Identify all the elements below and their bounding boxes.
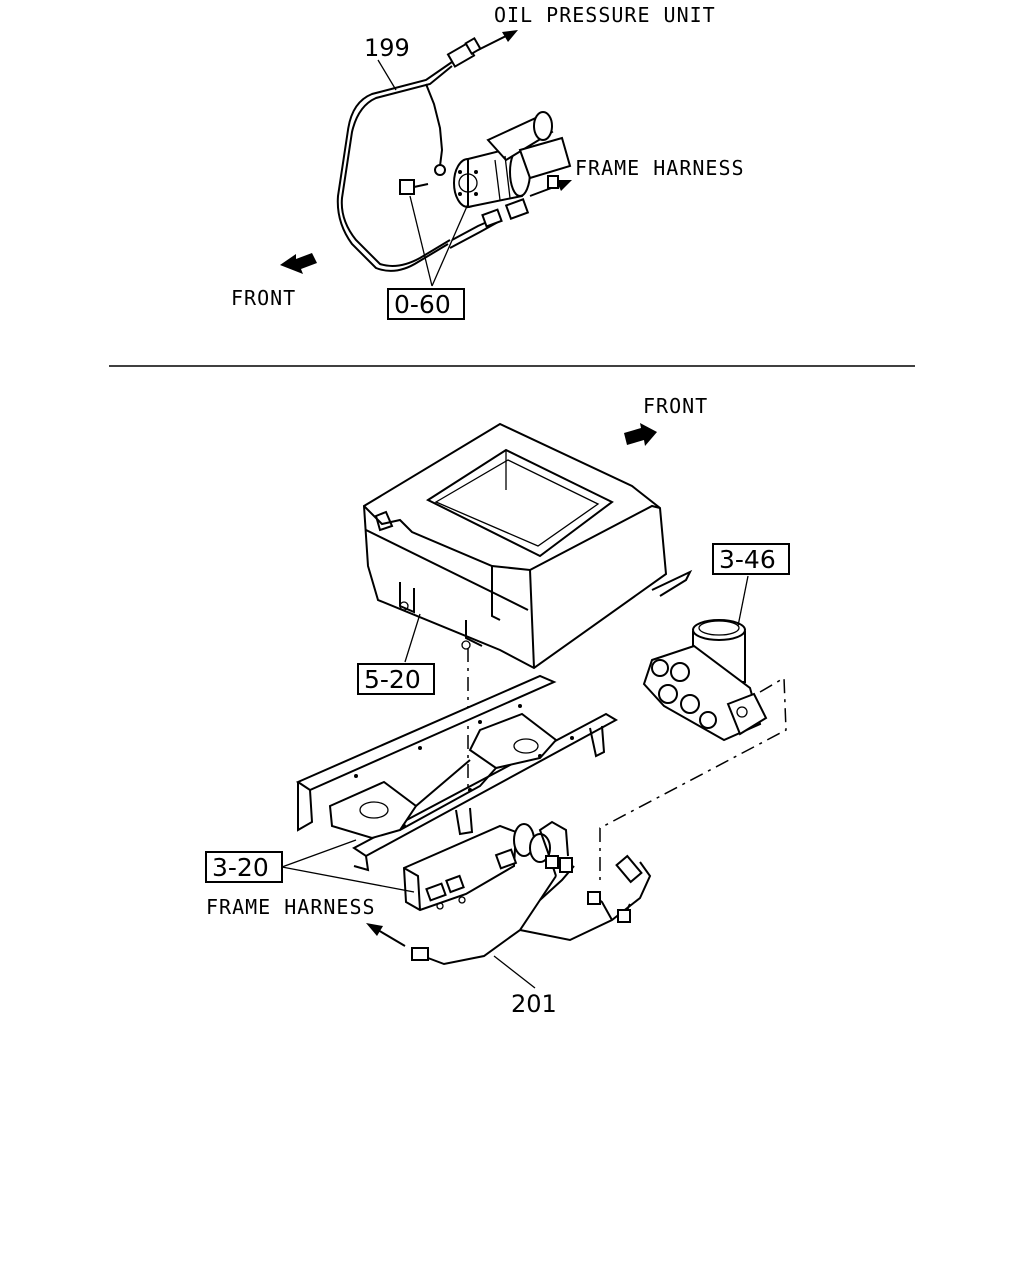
- harness-199: [336, 36, 482, 272]
- leader-5-20: [404, 613, 421, 663]
- leader-3-20-a: [281, 839, 357, 868]
- frame-harness-label-top: FRAME HARNESS: [575, 156, 745, 180]
- starter-wiring-section: OIL PRESSURE UNIT FRAME HARNESS FRONT 19…: [231, 3, 745, 320]
- ref-label-5-20: 5-20: [364, 665, 421, 694]
- harness-connector-end: [411, 947, 429, 961]
- harness-201: [411, 820, 652, 966]
- ref-label-3-46: 3-46: [719, 545, 776, 574]
- ref-label-0-60: 0-60: [394, 290, 451, 319]
- ref-box-3-46: [712, 543, 790, 575]
- front-label-bottom: FRONT: [643, 394, 708, 418]
- frame-harness-arrow-icon-bottom: [366, 923, 406, 947]
- front-label-top: FRONT: [231, 286, 296, 310]
- frame-harness-label-bottom: FRAME HARNESS: [206, 895, 376, 919]
- frame-wiring-section: FRONT FRAME HARNESS 201 3-46 5-20 3-20: [205, 394, 790, 1018]
- leader-201: [493, 955, 536, 989]
- ref-box-0-60: [387, 288, 465, 320]
- ref-label-3-20: 3-20: [212, 853, 269, 882]
- part-number-199: 199: [364, 34, 410, 62]
- part-number-201: 201: [511, 990, 557, 1018]
- leader-199: [377, 59, 397, 91]
- front-direction-arrow-icon: [280, 253, 317, 274]
- oil-pressure-arrow-icon: [477, 30, 518, 51]
- harness-route-dashed: [599, 676, 787, 880]
- oil-pressure-unit-label: OIL PRESSURE UNIT: [494, 3, 716, 27]
- battery-box: [362, 422, 693, 670]
- ref-box-5-20: [357, 663, 435, 695]
- starter-motor: [453, 111, 572, 209]
- harness-bracket: [402, 823, 551, 912]
- leader-3-46: [737, 575, 749, 627]
- air-dryer: [642, 619, 768, 742]
- frame-rails: [295, 674, 619, 872]
- leader-3-20-b: [281, 866, 415, 893]
- mounting-bolt: [399, 179, 429, 195]
- frame-harness-connector: [449, 198, 530, 249]
- leader-0-60-b: [431, 203, 469, 287]
- leader-0-60-a: [409, 195, 433, 287]
- front-direction-arrow-icon-bottom: [624, 423, 657, 446]
